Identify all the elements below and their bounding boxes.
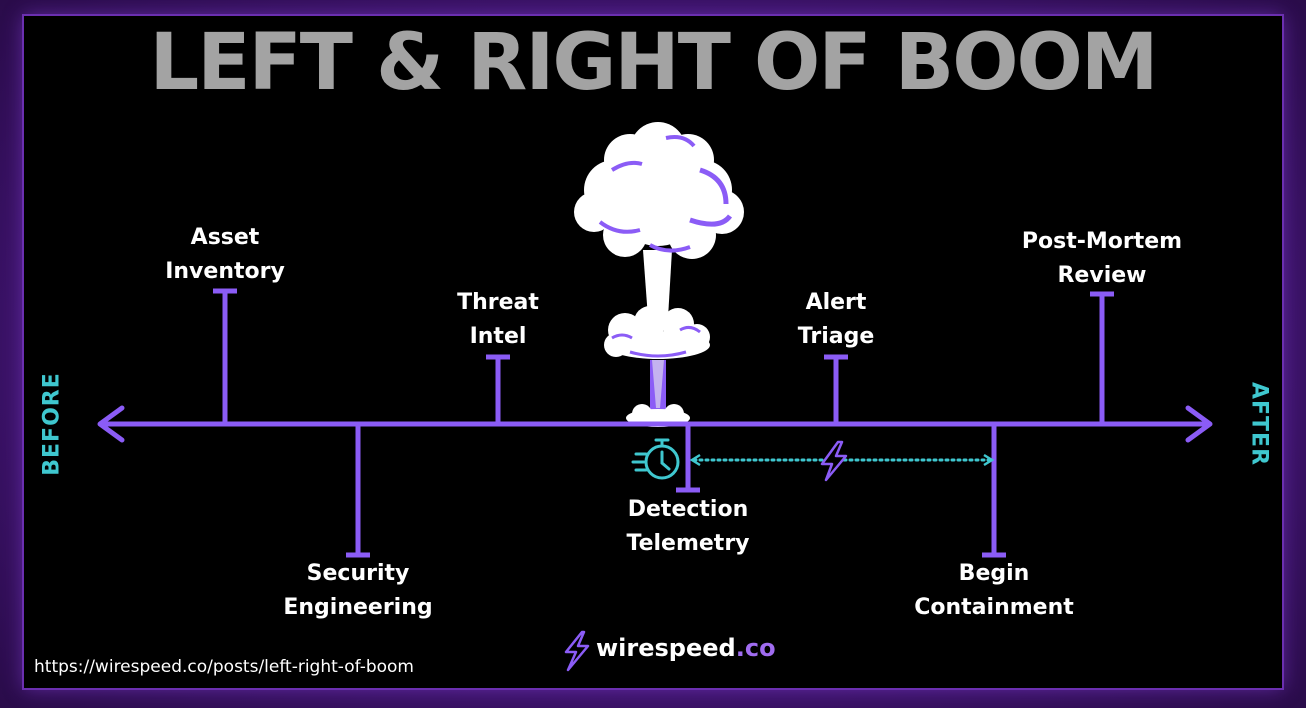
- milestone-label: Post-Mortem Review: [1021, 229, 1183, 288]
- timeline-axis: [97, 405, 1213, 443]
- page-title: LEFT & RIGHT OF BOOM: [149, 18, 1159, 108]
- brand-name: wirespeed: [596, 634, 736, 662]
- milestone-label: Detection Telemetry: [626, 497, 750, 556]
- milestone-marker: [486, 354, 510, 424]
- brand-logo: wirespeed.co: [564, 628, 776, 668]
- milestone-label: Begin Containment: [914, 561, 1074, 620]
- lightning-bolt-icon: [820, 440, 848, 482]
- source-url: https://wirespeed.co/posts/left-right-of…: [34, 657, 414, 677]
- right-arrowhead: [1185, 405, 1213, 443]
- left-arrowhead: [97, 405, 125, 443]
- milestone-label: Asset Inventory: [165, 225, 285, 284]
- milestone-marker: [982, 424, 1006, 558]
- milestone-marker: [346, 424, 370, 558]
- milestone-marker: [824, 354, 848, 424]
- stopwatch-icon: [631, 438, 680, 480]
- milestone-label: Threat Intel: [457, 290, 539, 349]
- response-time-arrow: [689, 453, 995, 467]
- brand-tld: .co: [735, 634, 776, 662]
- milestone-marker: [676, 424, 700, 493]
- brand-bolt-icon: [564, 630, 590, 672]
- mushroom-cloud-icon: [574, 122, 744, 427]
- milestone-marker: [1090, 291, 1114, 424]
- milestone-marker: [213, 288, 237, 424]
- before-label: BEFORE: [39, 372, 65, 476]
- after-label: AFTER: [1246, 381, 1272, 467]
- milestone-label: Security Engineering: [283, 561, 433, 620]
- milestone-label: Alert Triage: [797, 290, 875, 349]
